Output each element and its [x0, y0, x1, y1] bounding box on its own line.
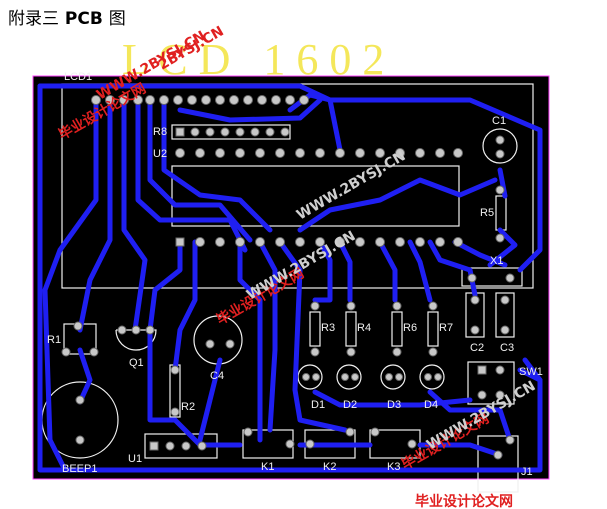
q1-outline	[115, 329, 157, 351]
label-d4: D4	[424, 399, 438, 411]
label-c2: C2	[470, 342, 484, 354]
label-r4: R4	[357, 322, 371, 334]
label-k3: K3	[387, 461, 400, 473]
r4-outline	[345, 311, 357, 347]
label-k2: K2	[323, 461, 336, 473]
watermark-cn-4: 毕业设计论文网	[415, 493, 513, 509]
c3-outline	[495, 292, 515, 338]
d4-outline	[419, 364, 445, 390]
j1-outline	[477, 435, 519, 493]
page-heading: 附录三 PCB 图	[8, 4, 126, 29]
label-beep1: BEEP1	[62, 463, 97, 475]
c1-outline	[482, 128, 518, 164]
label-x1: X1	[490, 255, 503, 267]
label-u2: U2	[153, 148, 167, 160]
label-r7: R7	[439, 322, 453, 334]
sw1-outline	[467, 361, 515, 405]
label-r2: R2	[181, 401, 195, 413]
label-r1: R1	[47, 334, 61, 346]
r7-outline	[427, 311, 439, 347]
label-c1: C1	[492, 115, 506, 127]
label-lcd1: LCD1	[64, 71, 92, 83]
label-r3: R3	[321, 322, 335, 334]
pads	[61, 95, 515, 460]
label-r5: R5	[480, 207, 494, 219]
label-sw1: SW1	[519, 366, 543, 378]
label-d2: D2	[343, 399, 357, 411]
component-labels: LCD1 R8 U2 C1 R5 X1 R1 Q1 C4 R2 U1 BEEP1…	[47, 71, 543, 478]
d2-outline	[336, 364, 362, 390]
label-r8: R8	[153, 126, 167, 138]
heading-cjk2: 图	[108, 9, 126, 29]
heading-cjk: 附录三	[8, 9, 59, 29]
label-q1: Q1	[129, 357, 144, 369]
label-d3: D3	[387, 399, 401, 411]
r3-outline	[309, 311, 321, 347]
r8-outline	[171, 124, 291, 140]
label-j1: J1	[521, 466, 533, 478]
board-outline	[32, 75, 550, 480]
label-d1: D1	[311, 399, 325, 411]
r6-outline	[391, 311, 403, 347]
copper-traces	[37, 83, 543, 473]
label-k1: K1	[261, 461, 274, 473]
d3-outline	[380, 364, 406, 390]
x1-outline	[461, 267, 523, 287]
label-u1: U1	[128, 453, 142, 465]
banner-text: L C D 1 6 0 2	[122, 35, 384, 84]
heading-pcb: PCB	[64, 9, 103, 29]
label-c3: C3	[500, 342, 514, 354]
label-c4: C4	[210, 370, 224, 382]
label-r6: R6	[403, 322, 417, 334]
